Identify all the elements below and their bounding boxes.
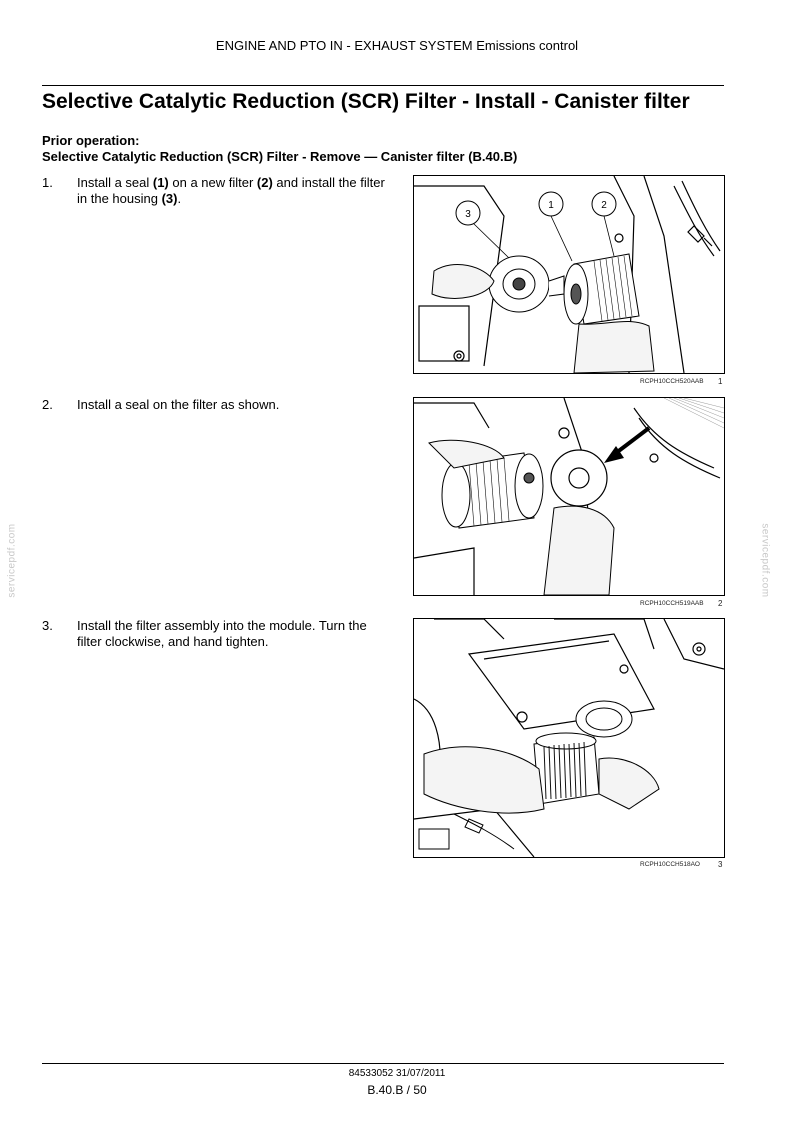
figure-3-code: RCPH10CCH518AO [640, 861, 700, 868]
figure-2-number: 2 [718, 599, 723, 608]
prior-operation-label: Prior operation: [42, 133, 140, 148]
figure-1-callout-3: 3 [465, 209, 471, 220]
figure-1-illustration: 3 1 2 [413, 175, 725, 374]
figure-2-code: RCPH10CCH519AAB [640, 600, 704, 607]
figure-1-number: 1 [718, 377, 723, 386]
step-2-number: 2. [42, 397, 53, 412]
header-rule [42, 85, 724, 86]
step-1-number: 1. [42, 175, 53, 190]
page-title: Selective Catalytic Reduction (SCR) Filt… [42, 90, 690, 113]
figure-1-callout-2: 2 [601, 200, 607, 211]
watermark-right: servicepdf.com [759, 523, 771, 598]
footer-rule [42, 1063, 724, 1064]
figure-3-illustration [413, 618, 725, 858]
figure-3-number: 3 [718, 860, 723, 869]
page-number: B.40.B / 50 [367, 1083, 427, 1097]
document-number: 84533052 31/07/2011 [348, 1068, 446, 1079]
step-1-text: Install a seal (1) on a new filter (2) a… [77, 175, 385, 206]
step-3-text: Install the filter assembly into the mod… [77, 618, 367, 649]
step-2-text: Install a seal on the filter as shown. [77, 397, 280, 412]
step-3-number: 3. [42, 618, 53, 633]
prior-operation-link[interactable]: Selective Catalytic Reduction (SCR) Filt… [42, 149, 518, 164]
figure-1-code: RCPH10CCH520AAB [640, 378, 704, 385]
watermark-left: servicepdf.com [6, 523, 18, 598]
figure-2-illustration [413, 397, 725, 596]
running-header: ENGINE AND PTO IN - EXHAUST SYSTEM Emiss… [215, 38, 579, 53]
figure-1-callout-1: 1 [548, 200, 554, 211]
